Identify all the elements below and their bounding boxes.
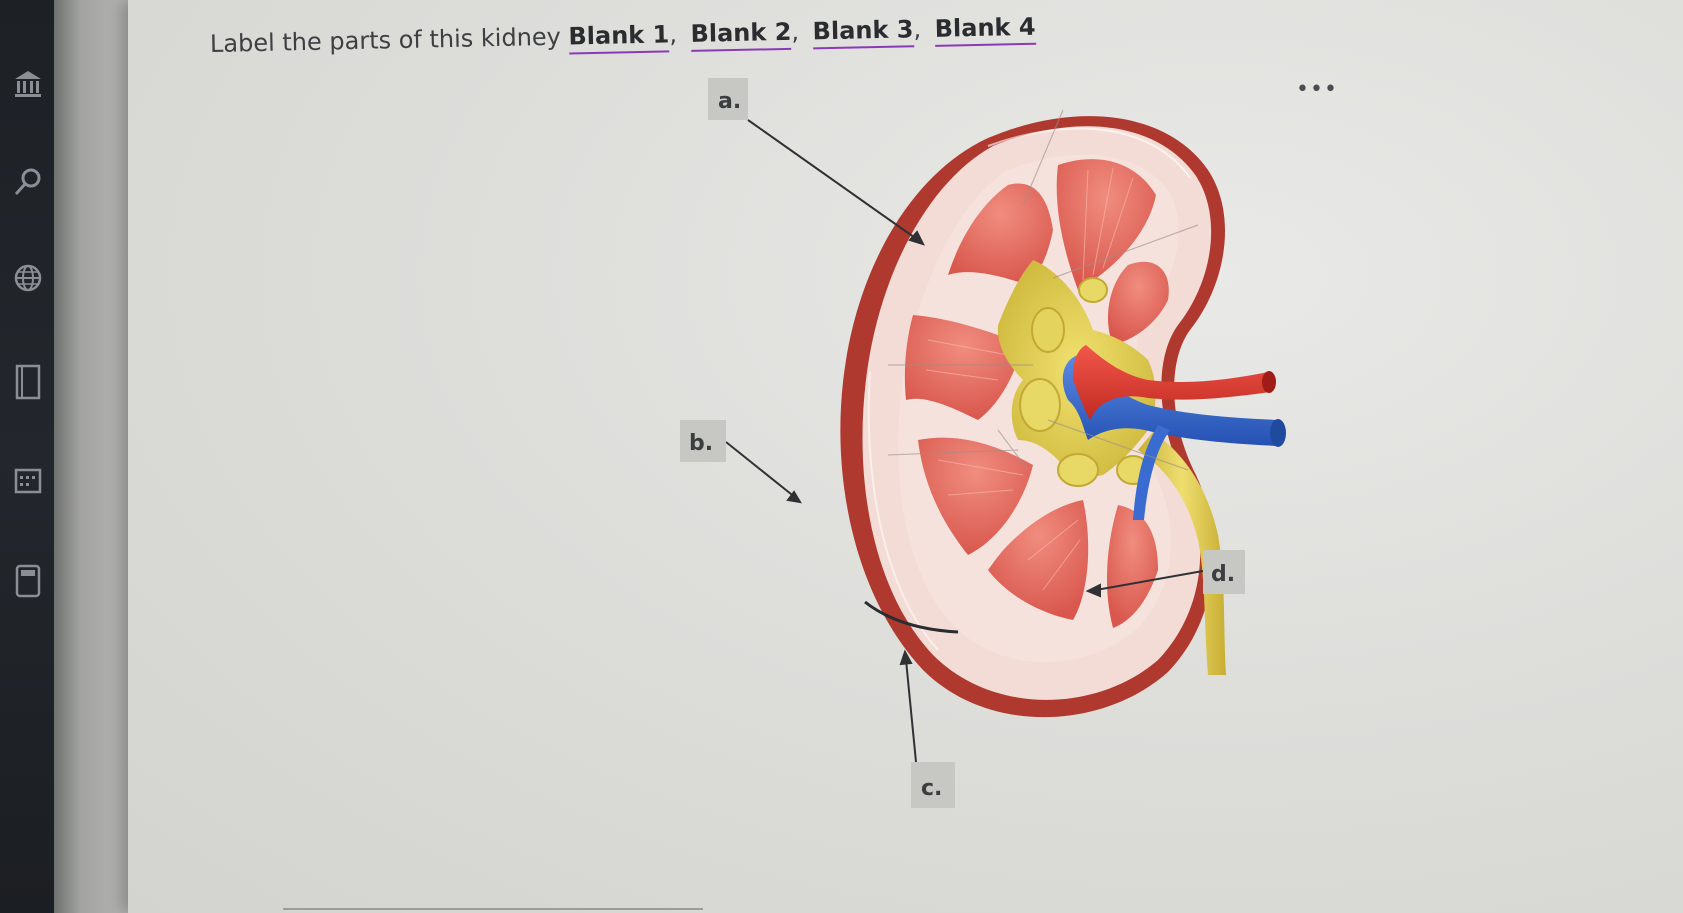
arrowhead-b <box>786 490 802 504</box>
calculator-icon[interactable] <box>8 560 48 600</box>
pyramid-striations <box>925 167 1134 591</box>
cortex-highlight <box>987 127 1191 179</box>
leader-line-a <box>747 119 919 241</box>
more-options-button[interactable]: ••• <box>1296 77 1338 102</box>
search-icon[interactable] <box>8 162 48 202</box>
bracket-c <box>864 600 959 634</box>
renal-pyramid <box>1108 261 1169 345</box>
institution-icon[interactable] <box>8 64 48 104</box>
renal-pyramid <box>918 437 1033 555</box>
label-c-box[interactable]: c. <box>911 762 955 808</box>
renal-pyramid <box>1056 159 1156 290</box>
leader-lines <box>725 119 1204 763</box>
label-c: c. <box>921 776 942 801</box>
book-icon[interactable] <box>8 362 48 402</box>
label-d: d. <box>1211 562 1235 587</box>
minor-calyx <box>1019 378 1061 432</box>
vein-branch <box>1133 425 1170 520</box>
leader-line-d <box>1095 570 1204 591</box>
leader-line-c <box>905 659 917 763</box>
renal-pyramid <box>1106 505 1158 628</box>
kidney-figure: a. b. c. d. <box>680 78 1286 808</box>
question-page: Label the parts of this kidney Blank 1, … <box>128 0 1683 913</box>
label-b: b. <box>689 431 713 456</box>
label-a-box[interactable]: a. <box>708 78 748 120</box>
leader-line-b <box>725 441 797 499</box>
renal-vein <box>1062 355 1278 446</box>
label-d-box[interactable]: d. <box>1203 550 1245 594</box>
renal-pyramid <box>988 500 1089 620</box>
cortex-highlight <box>867 371 939 651</box>
window-gutter <box>54 0 132 913</box>
minor-calyx <box>1078 277 1108 303</box>
arrowhead-a <box>908 230 925 246</box>
minor-calyx <box>1057 453 1099 487</box>
artery-opening <box>1262 371 1276 393</box>
globe-icon[interactable] <box>8 258 48 298</box>
label-a: a. <box>718 89 741 114</box>
renal-pyramid <box>948 183 1053 285</box>
vein-opening <box>1270 419 1286 447</box>
page-divider <box>283 908 703 910</box>
arrowhead-d <box>1085 583 1101 598</box>
arrowhead-c <box>899 649 913 666</box>
guide-lines <box>887 109 1199 471</box>
app-rail <box>0 0 54 913</box>
renal-artery <box>1072 345 1270 420</box>
calendar-icon[interactable] <box>8 460 48 500</box>
label-b-box[interactable]: b. <box>680 420 726 462</box>
minor-calyx <box>1031 307 1065 353</box>
